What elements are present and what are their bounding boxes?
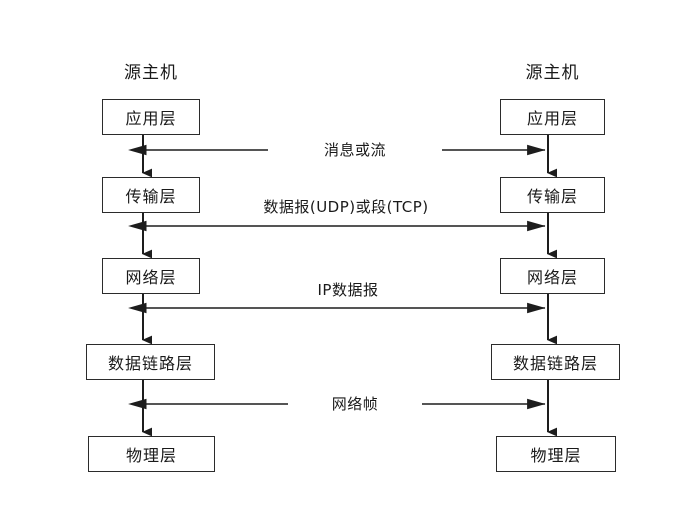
connector-label-ip-datagram: IP数据报: [317, 281, 379, 299]
layer-box-right-transport[interactable]: 传输层: [500, 177, 605, 213]
layer-box-right-network[interactable]: 网络层: [500, 258, 605, 294]
layer-box-left-network[interactable]: 网络层: [102, 258, 200, 294]
layer-box-right-application[interactable]: 应用层: [500, 99, 605, 135]
connector-label-message-stream: 消息或流: [268, 139, 442, 160]
layer-box-right-datalink[interactable]: 数据链路层: [491, 344, 620, 380]
layer-box-left-transport[interactable]: 传输层: [102, 177, 200, 213]
layer-box-left-datalink[interactable]: 数据链路层: [86, 344, 215, 380]
connector-label-datagram-segment: 数据报(UDP)或段(TCP): [263, 198, 429, 216]
layer-box-right-physical[interactable]: 物理层: [496, 436, 616, 472]
layer-box-left-physical[interactable]: 物理层: [88, 436, 215, 472]
host-title-left: 源主机: [124, 63, 178, 83]
connector-label-network-frame: 网络帧: [288, 393, 422, 414]
layer-box-left-application[interactable]: 应用层: [102, 99, 200, 135]
host-title-right: 源主机: [525, 63, 580, 83]
